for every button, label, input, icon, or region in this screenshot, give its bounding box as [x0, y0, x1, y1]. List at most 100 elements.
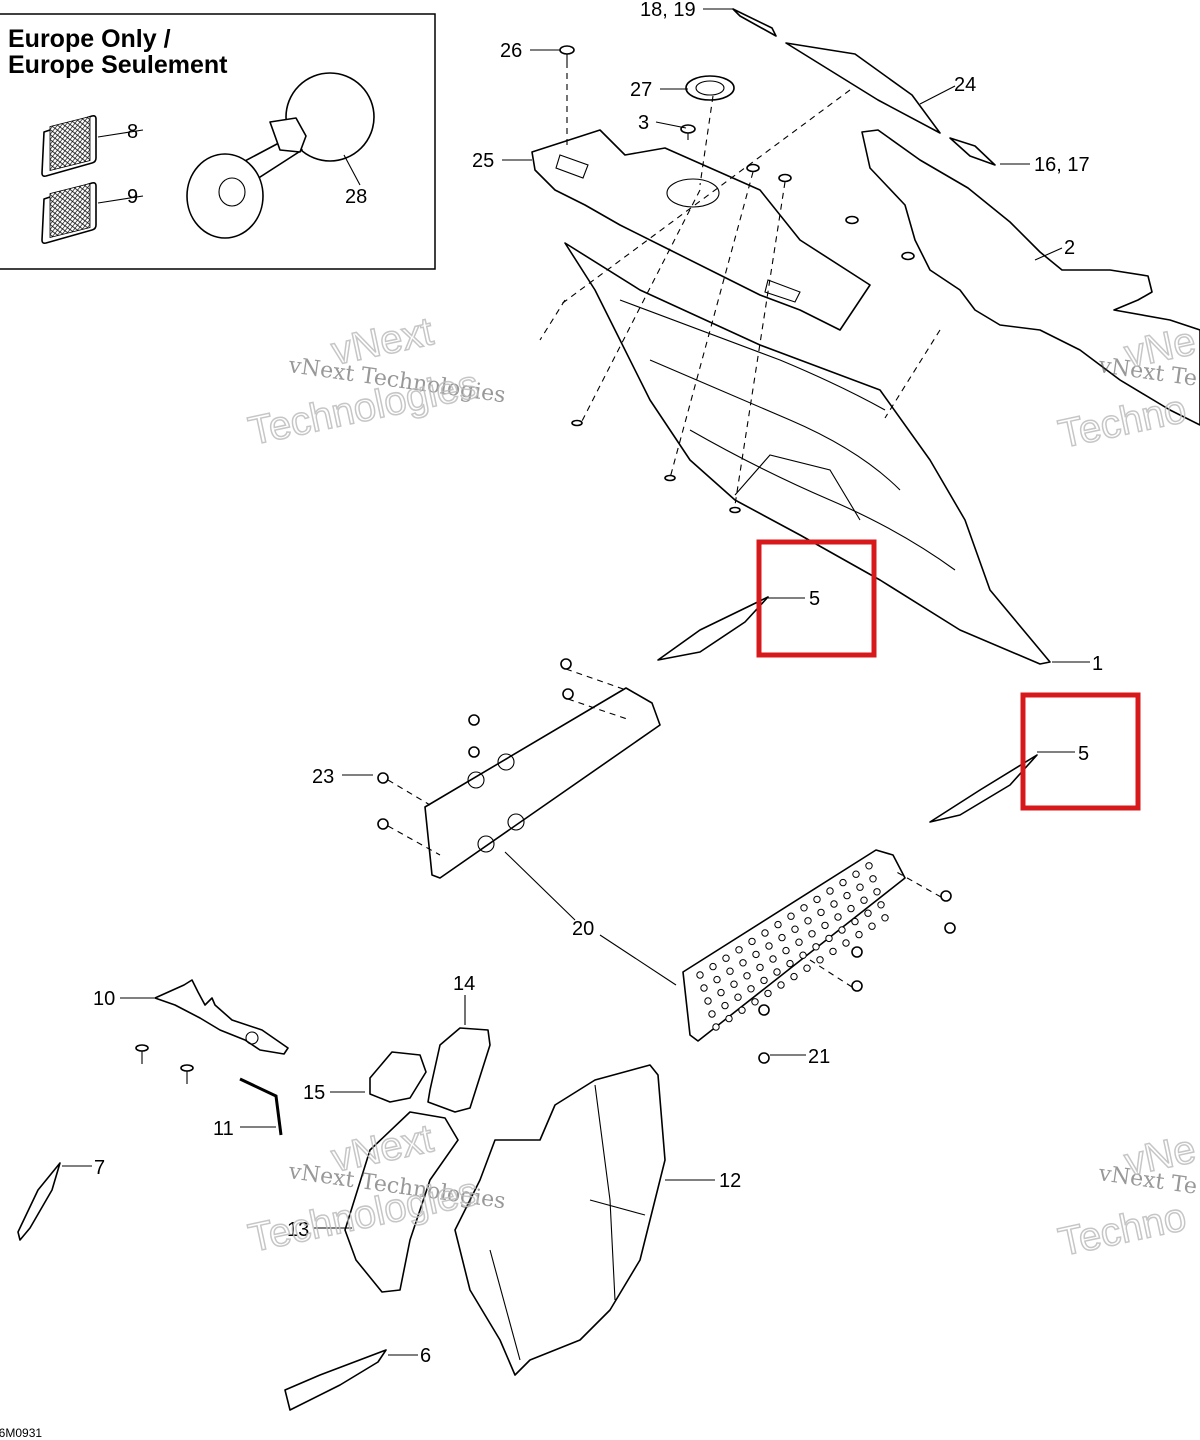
callout-12: 12	[719, 1170, 741, 1192]
decal-part-18-19	[732, 8, 777, 37]
plate-stud	[760, 976, 768, 985]
callout-11: 11	[213, 1118, 234, 1140]
bolt	[135, 1044, 194, 1084]
callout-28: 28	[345, 186, 367, 208]
decal-part-16-17	[949, 137, 996, 166]
watermark-upper: vNext Technologies vNext Technologies	[244, 309, 507, 455]
reflector-part-9	[41, 182, 97, 244]
decal-part-7	[17, 1162, 61, 1241]
plate-stud	[856, 883, 864, 891]
callout-16-17: 16, 17	[1034, 154, 1090, 176]
drawing-code: 86M0931	[0, 1426, 42, 1440]
svg-text:Techno: Techno	[1055, 1195, 1190, 1265]
plate-stud	[739, 959, 747, 967]
plate-stud	[717, 988, 725, 997]
plate-stud	[847, 904, 855, 913]
plate-stud	[865, 862, 873, 870]
callout-1: 1	[1092, 653, 1103, 675]
plate-stud	[851, 917, 859, 926]
plate-stud	[790, 972, 798, 981]
plate-stud	[713, 975, 721, 984]
plate-stud	[725, 1014, 733, 1023]
plate-stud	[726, 967, 734, 975]
plate-stud	[869, 875, 877, 883]
fastener-part-21	[758, 890, 956, 1064]
plate-stud	[747, 985, 755, 993]
callout-13: 13	[287, 1219, 309, 1241]
plate-stud	[803, 964, 811, 972]
plate-stud	[756, 963, 764, 972]
plate-stud	[748, 937, 756, 946]
callout-14: 14	[453, 973, 475, 995]
plate-stud	[812, 943, 820, 951]
plate-stud	[821, 921, 829, 930]
plate-stud	[860, 896, 868, 904]
svg-text:vNext: vNext	[328, 310, 437, 374]
callout-8: 8	[127, 121, 138, 143]
highlight-box-lower	[1020, 692, 1141, 811]
pad-part-14	[427, 1027, 491, 1113]
plate-stud	[786, 959, 794, 968]
callout-7: 7	[94, 1157, 105, 1179]
decal-part-6	[284, 1349, 387, 1411]
plate-stud	[838, 926, 846, 934]
decal-part-24	[785, 42, 941, 134]
plate-stud	[721, 1001, 729, 1010]
plate-stud	[842, 939, 850, 947]
plate-stud	[765, 942, 773, 950]
inset-title-line-2: Europe Seulement	[8, 51, 228, 79]
plate-stud	[738, 1006, 746, 1014]
plate-stud	[795, 938, 803, 946]
plate-stud	[787, 912, 795, 920]
callout-20: 20	[572, 918, 594, 940]
plate-stud	[873, 888, 881, 896]
rail-plate-part-20-upper	[424, 687, 661, 879]
decal-part-2	[861, 129, 1200, 426]
plate-stud	[817, 908, 825, 917]
plate-stud	[730, 980, 738, 988]
plate-stud	[769, 955, 777, 963]
plate-stud	[834, 913, 842, 921]
callout-18-19: 18, 19	[640, 0, 696, 21]
plate-stud	[722, 954, 730, 962]
inset-title-line-1: Europe Only /	[8, 25, 171, 53]
plate-stud	[704, 997, 712, 1005]
plate-stud	[826, 887, 834, 895]
decal-part-5-upper	[657, 596, 769, 661]
plate-stud	[881, 914, 889, 922]
plate-stud	[877, 901, 885, 909]
plate-stud	[761, 929, 769, 937]
plate-stud	[816, 956, 824, 964]
plate-stud	[774, 920, 782, 929]
plate-stud	[868, 922, 876, 930]
plate-stud	[799, 951, 807, 959]
console-part-25	[531, 129, 871, 331]
reflector-part-8	[41, 115, 97, 177]
fastener-part-23	[377, 658, 574, 830]
cap-part-27	[685, 75, 735, 101]
plate-stud	[743, 972, 751, 980]
bracket-part-10	[154, 979, 289, 1055]
plate-stud	[764, 989, 772, 998]
plate-stud	[804, 917, 812, 925]
callout-5-lower: 5	[1078, 743, 1089, 765]
callout-6: 6	[420, 1345, 431, 1367]
plate-stud	[752, 950, 760, 959]
plate-stud	[696, 971, 704, 979]
plate-studs	[696, 862, 889, 1031]
console-opening	[666, 178, 720, 208]
callout-5-upper: 5	[809, 588, 820, 610]
plate-stud	[778, 933, 786, 942]
pad-part-15	[369, 1051, 427, 1103]
plate-stud	[773, 968, 781, 976]
plate-stud	[843, 891, 851, 900]
callout-10: 10	[93, 988, 115, 1010]
callout-24: 24	[954, 74, 976, 96]
plate-stud	[700, 984, 708, 992]
callout-21: 21	[808, 1046, 830, 1068]
callout-2: 2	[1064, 237, 1075, 259]
horn-part-28	[186, 72, 375, 239]
plate-stud	[800, 904, 808, 912]
callout-9: 9	[127, 186, 138, 208]
